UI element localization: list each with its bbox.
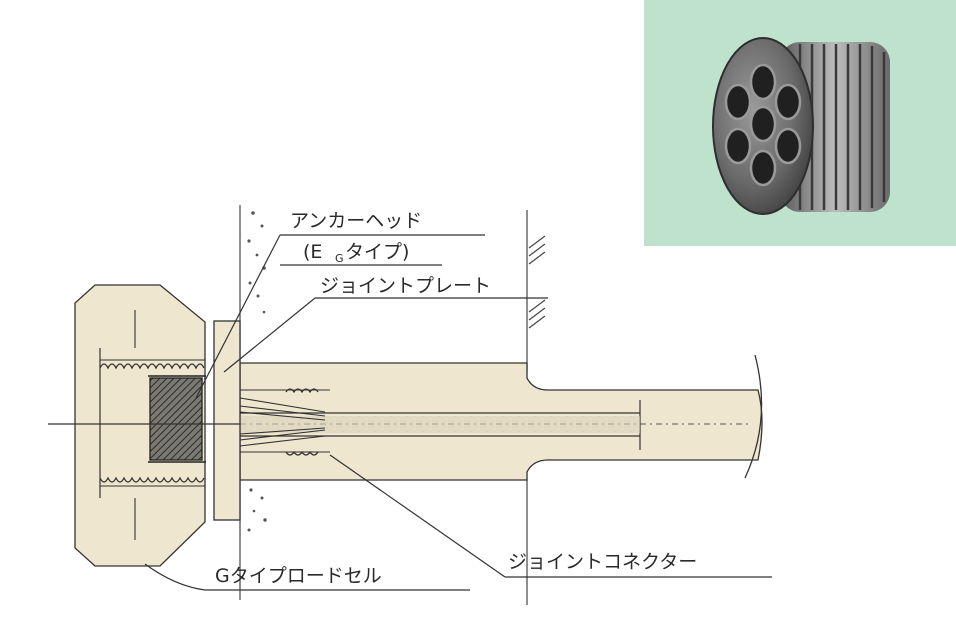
leader-lines bbox=[144, 234, 772, 591]
strand-sheath bbox=[239, 354, 763, 481]
anchor-head-leader bbox=[195, 234, 281, 399]
joint-connector bbox=[239, 388, 330, 456]
label-eg-type-close: タイプ) bbox=[345, 241, 409, 263]
label-eg-type-sub: G bbox=[335, 252, 344, 265]
joint-plate-leader bbox=[223, 297, 316, 373]
load-cell-body bbox=[74, 284, 206, 567]
load-cell-leader bbox=[144, 563, 206, 591]
label-anchor-head: アンカーヘッド bbox=[290, 210, 422, 232]
label-joint-connector: ジョイントコネクター bbox=[508, 551, 697, 573]
anchor-head-photo bbox=[644, 0, 956, 246]
joint-connector-leader bbox=[329, 454, 506, 578]
label-joint-plate: ジョイントプレート bbox=[320, 275, 491, 297]
label-g-type-load-cell: Gタイプロードセル bbox=[215, 565, 382, 587]
anchor-head bbox=[148, 375, 206, 463]
joint-plate bbox=[213, 320, 241, 521]
label-eg-type-open: (E bbox=[303, 241, 322, 263]
